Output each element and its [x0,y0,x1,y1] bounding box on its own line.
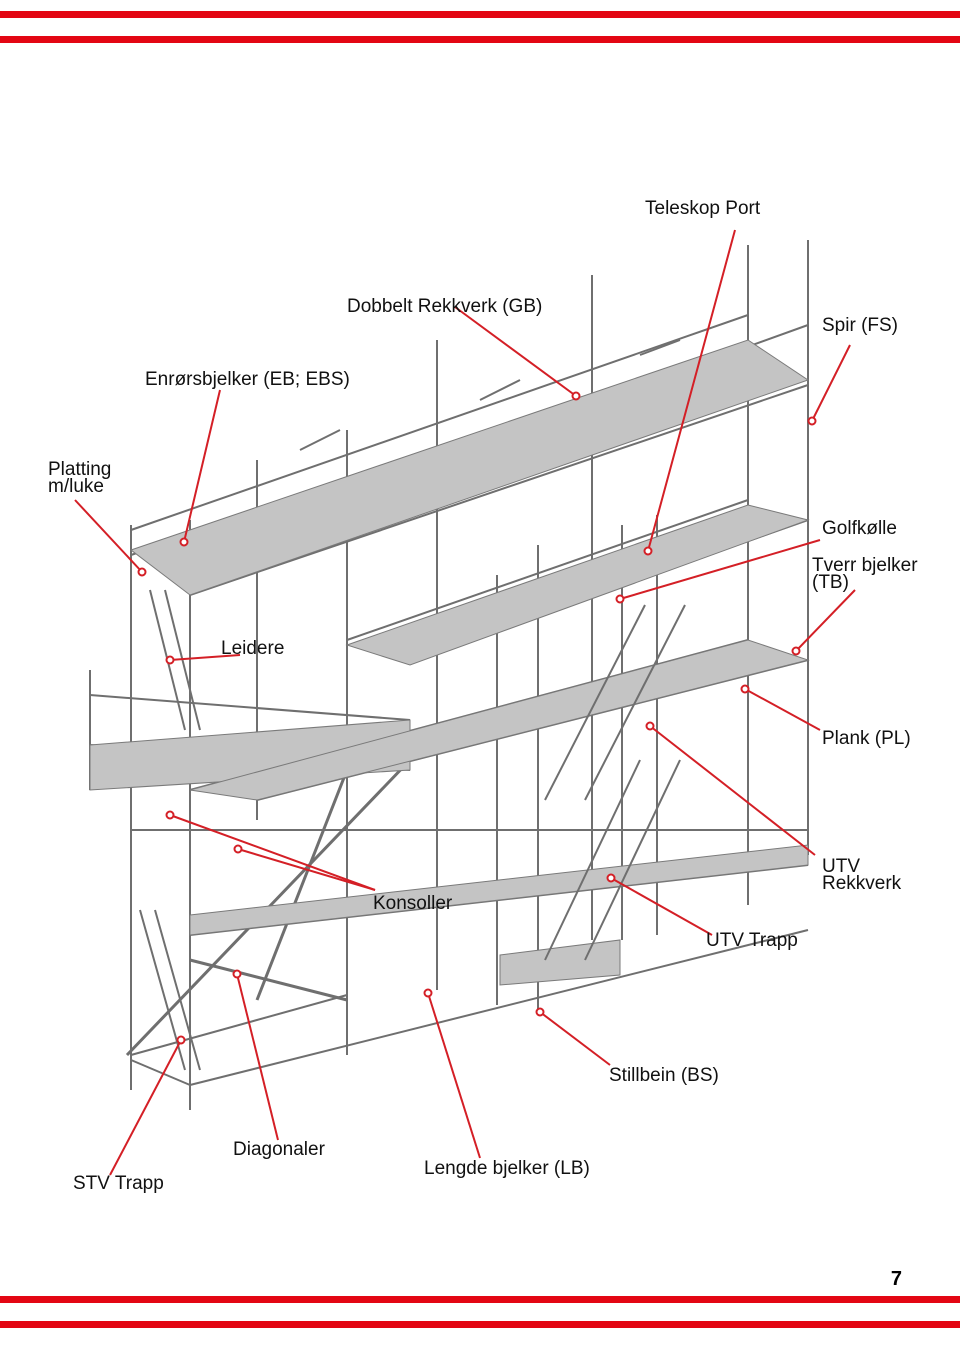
leader-tverr-bjelker [795,589,856,652]
leader-konsoller-2 [237,848,376,891]
leader-golfkolle [619,539,821,600]
page-number: 7 [890,1268,902,1290]
leader-lengde-bjelker [427,992,481,1159]
label-leidere: Leidere [221,638,285,659]
deck-planks [89,339,810,986]
label-utv-rekkverk: UTV Rekkverk [822,856,902,894]
label-utv-rekkverk-line2: Rekkverk [822,873,902,894]
bottom-red-band [0,1296,960,1303]
label-platting-line2: m/luke [48,476,104,497]
label-tverr-bjelker: Tverr bjelker (TB) [812,555,918,593]
label-konsoller: Konsoller [373,893,453,914]
leader-lines [74,229,856,1176]
label-spir: Spir (FS) [822,315,898,336]
label-stv-trapp: STV Trapp [73,1173,164,1194]
leader-teleskop-port [647,229,736,552]
leader-spir [811,344,851,422]
label-plank: Plank (PL) [822,728,911,749]
label-teleskop-port: Teleskop Port [645,198,761,219]
label-tverr-line1: Tverr bjelker [812,555,918,576]
stairs-and-ladders [139,589,686,1071]
label-utv-rekkverk-line1: UTV [822,856,860,877]
label-platting: Platting m/luke [48,459,112,497]
label-dobbelt-rekkverk: Dobbelt Rekkverk (GB) [347,296,543,317]
leader-stillbein [539,1011,611,1066]
label-diagonaler: Diagonaler [233,1139,325,1160]
label-golfkolle: Golfkølle [822,518,897,539]
label-lengde-bjelker: Lengde bjelker (LB) [424,1158,590,1179]
leader-platting [74,499,143,573]
top-red-band-2 [0,36,960,43]
bottom-red-band-2 [0,1321,960,1328]
leader-dots [137,391,817,1045]
label-tverr-line2: (TB) [812,572,849,593]
label-utv-trapp: UTV Trapp [706,930,798,951]
leader-enrorsbjelker [183,389,221,543]
leader-diagonaler [236,973,279,1141]
leader-plank [744,688,821,731]
leader-konsoller-1 [169,814,376,891]
leader-utv-rekkverk [649,725,816,856]
label-platting-line1: Platting [48,459,112,480]
top-red-band [0,11,960,18]
label-enrorsbjelker: Enrørsbjelker (EB; EBS) [145,369,350,390]
leader-leidere [169,654,241,661]
leader-utv-trapp [610,877,713,936]
leader-dobbelt-rekkverk [454,306,577,397]
leader-stv-trapp [109,1039,182,1176]
label-stillbein: Stillbein (BS) [609,1065,719,1086]
